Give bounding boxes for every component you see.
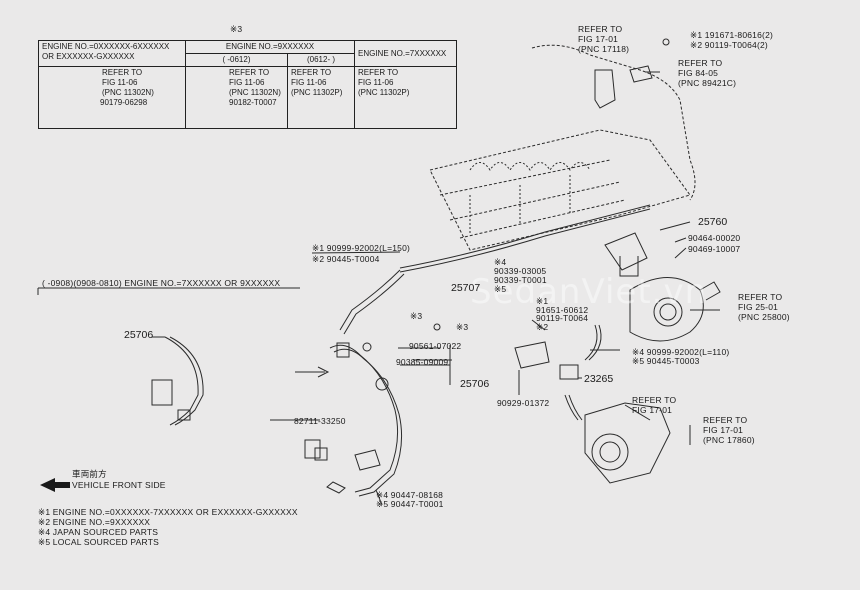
cell4-pnc: (PNC 11302P) <box>358 88 410 97</box>
refer-17-01-l2: FIG 17-01 <box>632 405 673 415</box>
table-col2a-sub: ( -0612) <box>185 53 288 67</box>
front-side-en: VEHICLE FRONT SIDE <box>72 480 166 490</box>
part-90339a: 90339-03005 <box>494 266 547 276</box>
table-col1-header-line1: ENGINE NO.=0XXXXXX-6XXXXXX <box>42 42 170 51</box>
refer-17-01-l1: REFER TO <box>632 395 677 405</box>
cell3-refer: REFER TO <box>291 68 332 77</box>
part-25706-main: 25706 <box>460 378 490 390</box>
footnote-2: ※2 ENGINE NO.=9XXXXXX <box>38 517 151 527</box>
part-4-mark: ※4 <box>494 257 507 267</box>
part-2b-mark: ※2 <box>536 322 549 332</box>
cell2-pnc: (PNC 11302N) <box>229 88 281 97</box>
refer-89421c: REFER TO FIG 84-05 (PNC 89421C) <box>678 58 736 88</box>
refer-17860-l2: FIG 17-01 <box>703 425 744 435</box>
table-cell-1: REFER TO FIG 11-06 (PNC 11302N) 90179-06… <box>38 66 186 129</box>
part-90561: 90561-07022 <box>409 341 462 351</box>
refer-17860-l3: (PNC 17860) <box>703 435 755 445</box>
table-cell-4: REFER TO FIG 11-06 (PNC 11302P) <box>354 66 457 129</box>
refer-17-01: REFER TO FIG 17-01 <box>632 395 676 415</box>
part-5-90447: ※5 90447-T0001 <box>376 499 444 509</box>
cell1-pnc: (PNC 11302N) <box>102 88 154 97</box>
cell3-pnc: (PNC 11302P) <box>291 88 343 97</box>
part-82711: 82711-33250 <box>294 416 346 426</box>
part-5-90445: ※5 90445-T0003 <box>632 356 700 366</box>
cell1-part: 90179-06298 <box>100 98 148 107</box>
refer-25800-l2: FIG 25-01 <box>738 302 779 312</box>
cell4-fig: FIG 11-06 <box>358 78 394 87</box>
refer-17118-l3: (PNC 17118) <box>578 44 630 54</box>
part-4-90447: ※4 90447-08168 <box>376 490 444 500</box>
part-90119b: 90119-T0064 <box>536 313 589 323</box>
footnote-5: ※5 LOCAL SOURCED PARTS <box>38 537 159 547</box>
part-90385: 90385-09009 <box>396 357 449 367</box>
part-25760: 25760 <box>698 216 728 228</box>
refer-17118-l1: REFER TO <box>578 24 623 34</box>
part-91651: 91651-60612 <box>536 305 589 315</box>
part-25707: 25707 <box>451 282 481 294</box>
front-side-jp: 車両前方 <box>72 469 107 479</box>
cell1-refer: REFER TO <box>102 68 143 77</box>
part-3b-mark: ※3 <box>456 322 469 332</box>
refer-89421c-l1: REFER TO <box>678 58 723 68</box>
part-5-mark: ※5 <box>494 284 507 294</box>
part-90339b: 90339-T0001 <box>494 275 547 285</box>
refer-17860-l1: REFER TO <box>703 415 748 425</box>
table-col1-header-line2: OR EXXXXXX-GXXXXXX <box>42 52 135 61</box>
part-4-90999: ※4 90999-92002(L=110) <box>632 347 730 357</box>
part-1b-mark: ※1 <box>536 296 549 306</box>
table-cell-3: REFER TO FIG 11-06 (PNC 11302P) <box>287 66 355 129</box>
table-col1-header: ENGINE NO.=0XXXXXX-6XXXXXX OR EXXXXXX-GX… <box>38 40 186 67</box>
variant-line: ( -0908)(0908-0810) ENGINE NO.=7XXXXXX O… <box>42 278 281 288</box>
table-col3-header: ENGINE NO.=7XXXXXX <box>354 40 457 67</box>
table-cell-2: REFER TO FIG 11-06 (PNC 11302N) 90182-T0… <box>185 66 288 129</box>
footnote-1: ※1 ENGINE NO.=0XXXXXX-7XXXXXX OR EXXXXXX… <box>38 507 298 517</box>
refer-89421c-l2: FIG 84-05 <box>678 68 719 78</box>
refer-17118: REFER TO FIG 17-01 (PNC 17118) <box>578 24 629 54</box>
refer-89421c-l3: (PNC 89421C) <box>678 78 737 88</box>
cell4-refer: REFER TO <box>358 68 399 77</box>
engine-number-table: ENGINE NO.=0XXXXXX-6XXXXXX OR EXXXXXX-GX… <box>38 40 457 129</box>
part-23265: 23265 <box>584 373 614 385</box>
part-190999: ※1 90999-92002(L=150) <box>312 243 411 253</box>
cell3-fig: FIG 11-06 <box>291 78 327 87</box>
part-90469: 90469-10007 <box>688 244 741 254</box>
part-290445: ※2 90445-T0004 <box>312 254 380 264</box>
refer-17860: REFER TO FIG 17-01 (PNC 17860) <box>703 415 755 445</box>
refer-25800-l1: REFER TO <box>738 292 783 302</box>
part-290119: ※2 90119-T0064(2) <box>690 40 768 50</box>
cell1-fig: FIG 11-06 <box>102 78 138 87</box>
table-col2b-sub: (0612- ) <box>287 53 355 67</box>
table-col2-header: ENGINE NO.=9XXXXXX <box>185 40 355 54</box>
refer-25800-l3: (PNC 25800) <box>738 312 790 322</box>
note3-mark: ※3 <box>230 24 243 34</box>
footnote-4: ※4 JAPAN SOURCED PARTS <box>38 527 159 537</box>
refer-17118-l2: FIG 17-01 <box>578 34 619 44</box>
part-25706-left: 25706 <box>124 329 154 341</box>
cell2-refer: REFER TO <box>229 68 270 77</box>
part-191671: ※1 191671-80616(2) <box>690 30 774 40</box>
part-90929: 90929-01372 <box>497 398 550 408</box>
part-90464: 90464-00020 <box>688 233 741 243</box>
cell2-part: 90182-T0007 <box>229 98 277 107</box>
refer-25800: REFER TO FIG 25-01 (PNC 25800) <box>738 292 790 322</box>
watermark: SedanViet.vn <box>470 272 708 312</box>
part-3a-mark: ※3 <box>410 311 423 321</box>
cell2-fig: FIG 11-06 <box>229 78 265 87</box>
